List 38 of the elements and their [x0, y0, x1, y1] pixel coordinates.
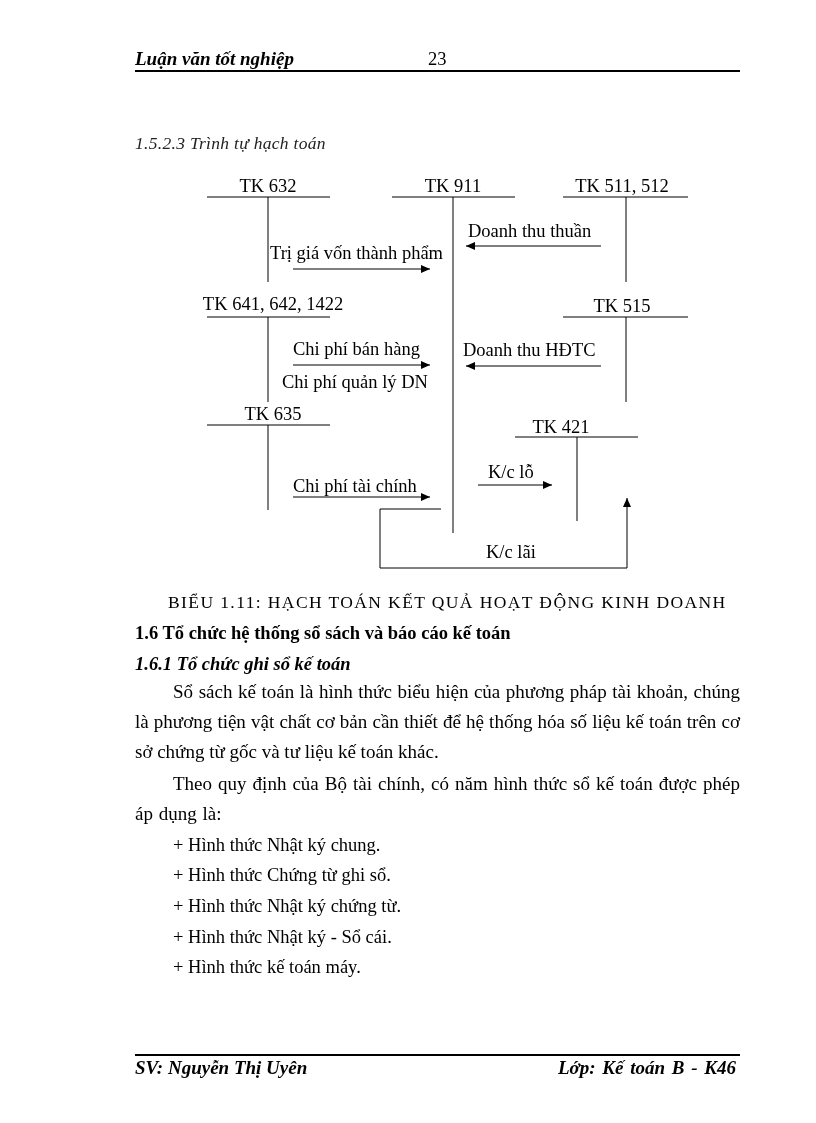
arrow [477, 481, 553, 489]
figure-caption: BIỂU 1.11: HẠCH TOÁN KẾT QUẢ HOẠT ĐỘNG KINH DOANH [168, 592, 727, 612]
edge-label: Doanh thu thuần [468, 221, 592, 241]
list-item: + Hình thức Nhật ký - Sổ cái. [173, 926, 392, 949]
t-account [515, 417, 638, 521]
account-title: TK 421 [532, 417, 590, 437]
footer-text: SV: Nguyễn Thị Uyên [135, 1058, 308, 1078]
arrow [292, 265, 431, 273]
list-item: + Hình thức Chứng từ ghi sổ. [173, 864, 391, 887]
section-heading: 1.5.2.3 Trình tự hạch toán [135, 133, 326, 153]
running-header: Luận văn tốt nghiệp [135, 49, 294, 69]
edge-label: Chi phí bán hàng [293, 339, 420, 359]
annotation-text: Chi phí quản lý DN [282, 372, 428, 392]
edge-label: Trị giá vốn thành phẩm [270, 243, 443, 263]
arrow [292, 493, 431, 501]
page-number: 23 [428, 49, 447, 69]
arrow [292, 361, 431, 369]
arrow [379, 497, 631, 569]
account-title: TK 511, 512 [575, 176, 669, 196]
section-heading: 1.6 Tổ chức hệ thống sổ sách và báo cáo kế toán [135, 622, 511, 645]
account-title: TK 641, 642, 1422 [202, 294, 344, 314]
arrow [465, 242, 602, 250]
account-title: TK 515 [593, 296, 651, 316]
list-item: + Hình thức kế toán máy. [173, 956, 361, 979]
arrow [465, 362, 602, 370]
paragraph: Theo quy định của Bộ tài chính, có năm hình thức sổ kế toán được phép áp dụng là: [135, 772, 740, 826]
list-item: + Hình thức Nhật ký chứng từ. [173, 895, 402, 918]
list-item: + Hình thức Nhật ký chung. [173, 834, 381, 857]
edge-label: Chi phí tài chính [293, 476, 417, 496]
account-title: TK 635 [244, 404, 302, 424]
subsection-heading: 1.6.1 Tổ chức ghi sổ kế toán [135, 653, 351, 676]
account-title: TK 632 [239, 176, 297, 196]
edge-label: K/c lỗ [488, 462, 534, 482]
edge-label: Doanh thu HĐTC [463, 340, 596, 360]
footer-text: Lớp: Kế toán B - K46 [558, 1058, 736, 1078]
account-title: TK 911 [424, 176, 482, 196]
paragraph: Sổ sách kế toán là hình thức biểu hiện của phương pháp tài khoản, chúng là phương tiện vật chất cơ bản cần thiết để hệ thống hóa số liệu kế toán trên cơ sở chứng từ gốc và tư liệu kế toán khác. [135, 680, 740, 764]
edge-label: K/c lãi [486, 542, 536, 562]
